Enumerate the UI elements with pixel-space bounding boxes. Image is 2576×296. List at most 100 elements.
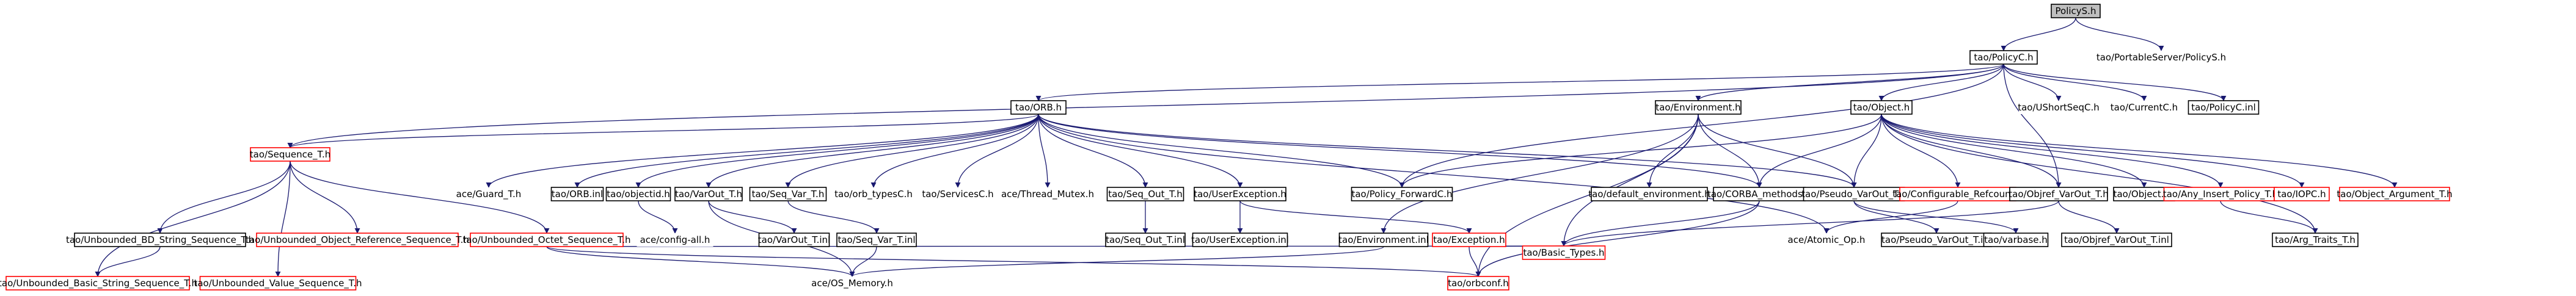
node-label: tao/Exception.h [1433, 234, 1505, 245]
node-unbounded-bd-string-sequence-t-h[interactable]: tao/Unbounded_BD_String_Sequence_T.h [66, 233, 254, 247]
node-box [2019, 101, 2098, 114]
node-label: tao/Environment.inl [1338, 234, 1429, 245]
include-edge-orb_h-to-servicesc_h [955, 114, 1039, 188]
node-ace-guard-t-h[interactable]: ace/Guard_T.h [455, 187, 522, 201]
node-policyc-h[interactable]: tao/PolicyC.h [1969, 50, 2038, 65]
node-label: tao/Object.inl [2114, 189, 2175, 200]
node-basic-types-h[interactable]: tao/Basic_Types.h [1522, 245, 1606, 260]
include-edge-policyc_h-to-object_h [1878, 63, 2004, 101]
node-unbounded-basic-string-sequence-t-h[interactable]: tao/Unbounded_Basic_String_Sequence_T.h [0, 276, 197, 291]
include-edge-environment_h-to-pseudo_varout_t_h [1698, 114, 1857, 188]
node-exception-h[interactable]: tao/Exception.h [1432, 233, 1506, 247]
node-portableserver-policys-h[interactable]: tao/PortableServer/PolicyS.h [2096, 51, 2226, 64]
node-label: tao/Unbounded_BD_String_Sequence_T.h [66, 234, 254, 246]
include-edge-orb_h-to-seq_var_t_h [785, 114, 1039, 188]
node-box [2109, 101, 2180, 114]
node-box [256, 233, 459, 247]
node-label: ace/Guard_T.h [456, 189, 522, 200]
node-label: tao/default_environment.h [1588, 189, 1710, 200]
node-box [1850, 100, 1913, 115]
node-any-insert-policy-t-h[interactable]: tao/Any_Insert_Policy_T.h [2163, 187, 2278, 201]
node-iopc-h[interactable]: tao/IOPC.h [2274, 187, 2330, 201]
node-ace-config-all-h[interactable]: ace/config-all.h [637, 233, 713, 247]
node-label: tao/Pseudo_VarOut_T.inl [1881, 234, 1991, 246]
node-label: tao/PortableServer/PolicyS.h [2096, 52, 2226, 63]
include-edge-environment_inl-to-ace_os_memory_h [849, 246, 1384, 277]
node-environment-h[interactable]: tao/Environment.h [1655, 100, 1742, 115]
node-unbounded-octet-sequence-t-h[interactable]: tao/Unbounded_Octet_Sequence_T.h [463, 233, 631, 247]
node-objref-varout-t-cpp[interactable]: tao/Objref_VarOut_T.inl [2061, 233, 2172, 247]
include-edge-orb_h-to-sequence_t_h [287, 114, 1039, 148]
node-orb-i[interactable]: tao/ORB.inl [550, 187, 604, 201]
node-box [1432, 233, 1506, 247]
node-box [74, 233, 246, 247]
node-arg-traits-t-h[interactable]: tao/Arg_Traits_T.h [2272, 233, 2359, 247]
node-label: tao/UserException.h [1194, 189, 1286, 200]
include-edge-environment_h-to-default_environment_h [1646, 114, 1699, 188]
node-seq-var-t-inl[interactable]: tao/Seq_Var_T.inl [836, 233, 917, 247]
include-edge-policyc_h-to-orb_h [1035, 63, 2004, 101]
node-label: tao/Seq_Out_T.inl [1106, 234, 1185, 246]
include-edge-orb_h-to-corba_methods_h [1038, 114, 1762, 188]
node-thread-mutex-h[interactable]: ace/Thread_Mutex.h [1001, 187, 1094, 201]
node-box [2272, 233, 2359, 247]
node-label: ace/OS_Memory.h [811, 278, 893, 289]
include-edge-objref_varout_t_h-to-basic_types_h [1561, 200, 2059, 247]
include-edge-policyc_h-to-currentc_h [2003, 63, 2147, 101]
node-label: tao/Object_Argument_T.h [2337, 189, 2452, 200]
node-box [2051, 4, 2101, 18]
node-orb-typesc-h[interactable]: tao/orb_typesC.h [834, 187, 913, 201]
node-orbconf-h[interactable]: tao/orbconf.h [1447, 276, 1509, 291]
node-object-h[interactable]: tao/Object.h [1850, 100, 1913, 115]
include-edge-environment_h-to-basic_types_h [1561, 114, 1699, 247]
node-currentc-h[interactable]: tao/CurrentC.h [2109, 101, 2180, 114]
node-ace-os-memory-h[interactable]: ace/OS_Memory.h [811, 276, 894, 290]
node-varout-t-inl[interactable]: tao/VarOut_T.inl [758, 233, 830, 247]
node-box [1447, 276, 1509, 291]
include-edge-orb_h-to-seq_out_t_h [1038, 114, 1148, 188]
node-userexception-inl[interactable]: tao/UserException.inl [1191, 233, 1289, 247]
node-sequence-t-h[interactable]: tao/Sequence_T.h [250, 147, 330, 162]
include-edge-sequence_t_h-to-unbounded_object_reference_sequence_t_h [290, 161, 360, 234]
node-seq-var-t-h[interactable]: tao/Seq_Var_T.h [749, 187, 827, 201]
node-box [1983, 233, 2049, 247]
node-label: tao/Seq_Var_T.h [752, 189, 825, 200]
node-ace-atomic-op-h[interactable]: ace/Atomic_Op.h [1785, 233, 1868, 247]
node-userexception-h[interactable]: tao/UserException.h [1194, 187, 1286, 201]
node-label: tao/Sequence_T.h [250, 149, 330, 161]
node-environment-inl[interactable]: tao/Environment.inl [1338, 233, 1429, 247]
node-box [836, 233, 917, 247]
node-default-environment-h[interactable]: tao/default_environment.h [1588, 187, 1710, 201]
include-edge-object_h-to-policy_forwardc_h [1399, 114, 1882, 188]
node-label: tao/orbconf.h [1448, 278, 1509, 289]
node-varout-t-h[interactable]: tao/VarOut_T.h [674, 187, 743, 201]
include-edge-sequence_t_h-to-unbounded_bd_string_sequence_t_h [157, 161, 291, 234]
node-policyc-inl[interactable]: tao/PolicyC.inl [2187, 100, 2260, 115]
node-orb-h[interactable]: tao/ORB.h [1010, 100, 1067, 115]
include-edge-orb_h-to-orb_i [574, 114, 1039, 188]
include-edge-orb_h-to-ace_atomic_op_h [1038, 114, 1830, 234]
include-edge-policyc_h-to-environment_h [1695, 63, 2004, 101]
node-seq-out-t-h[interactable]: tao/Seq_Out_T.h [1106, 187, 1184, 201]
node-label: tao/objectid.h [607, 189, 670, 200]
include-edge-policyc_h-to-sequence_t_h [287, 63, 2004, 148]
node-policy-forwardc-h[interactable]: tao/Policy_ForwardC.h [1351, 187, 1453, 201]
node-policys-h[interactable]: PolicyS.h [2051, 4, 2101, 18]
node-pseudo-varout-t-inl[interactable]: tao/Pseudo_VarOut_T.inl [1881, 233, 1992, 247]
include-edge-any_insert_policy_t_h-to-arg_traits_t_h [2220, 200, 2318, 234]
node-corba-methods-h[interactable]: tao/CORBA_methods.h [1707, 187, 1811, 201]
node-configurable-refcount-h[interactable]: tao/Configurable_Refcount.h [1892, 187, 2023, 201]
node-objref-varout-t-h[interactable]: tao/Objref_VarOut_T.h [2009, 187, 2109, 201]
node-ushortseqc-h[interactable]: tao/UShortSeqC.h [2018, 101, 2100, 114]
node-unbounded-object-reference-sequence-t-h[interactable]: tao/Unbounded_Object_Reference_Sequence_… [246, 233, 469, 247]
node-box [1591, 187, 1708, 201]
node-unbounded-value-sequence-t-h[interactable]: tao/Unbounded_Value_Sequence_T.h [194, 276, 362, 291]
node-seq-out-t-inl[interactable]: tao/Seq_Out_T.inl [1105, 233, 1186, 247]
node-pseudo-varout-t-h[interactable]: tao/Pseudo_VarOut_T.h [1801, 187, 1906, 201]
node-objectid-h[interactable]: tao/objectid.h [605, 187, 671, 201]
node-varbase-h[interactable]: tao/varbase.h [1983, 233, 2049, 247]
node-servicesc-h[interactable]: tao/ServicesC.h [922, 187, 994, 201]
node-object-argument-t-h[interactable]: tao/Object_Argument_T.h [2337, 187, 2453, 201]
node-label: tao/Unbounded_Object_Reference_Sequence_… [246, 234, 469, 246]
